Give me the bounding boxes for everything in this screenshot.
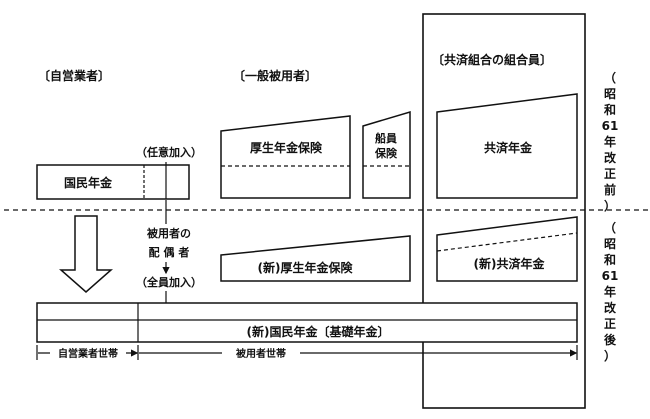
svg-text:（: （ <box>604 70 616 85</box>
header-self-employed: 〔自営業者〕 <box>38 68 110 83</box>
spouse-label-line2: 配 偶 者 <box>149 245 190 259</box>
svg-text:年: 年 <box>604 284 616 299</box>
new-national-pension-block: (新)国民年金〔基礎年金〕 <box>36 302 578 343</box>
spouse-label-line1: 被用者の <box>147 226 191 240</box>
new-mutual-aid-pension-label: (新)共済年金 <box>474 256 546 271</box>
header-general-employee: 〔一般被用者〕 <box>233 68 317 83</box>
self-employed-household-label: 自営業者世帯 <box>58 347 118 360</box>
svg-text:昭: 昭 <box>604 237 616 251</box>
svg-text:和: 和 <box>603 252 616 267</box>
svg-text:年: 年 <box>604 134 616 149</box>
seamen-insurance-block: 船員 保険 <box>362 110 411 199</box>
national-pension-box <box>36 164 190 200</box>
svg-text:船員: 船員 <box>375 131 397 145</box>
svg-text:前: 前 <box>604 182 616 197</box>
svg-text:61: 61 <box>602 119 619 133</box>
employee-pension-block: 厚生年金保険 <box>220 115 351 199</box>
employee-pension-label: 厚生年金保険 <box>250 140 323 155</box>
svg-text:改: 改 <box>604 150 617 165</box>
mutual-aid-frame <box>422 13 586 409</box>
new-national-pension-label: (新)国民年金〔基礎年金〕 <box>247 324 390 339</box>
mutual-aid-pension-block: 共済年金 <box>436 93 578 199</box>
svg-text:61: 61 <box>602 269 619 283</box>
svg-text:後: 後 <box>604 332 617 347</box>
side-label-after-reform: （ 昭 和 61 年 改 正 後 ） <box>602 220 619 363</box>
svg-text:正: 正 <box>604 317 616 331</box>
new-employee-pension-block: (新)厚生年金保険 <box>220 235 411 282</box>
side-label-before-reform: （ 昭 和 61 年 改 正 前 ） <box>602 70 619 213</box>
employee-household-label: 被用者世帯 <box>236 347 286 360</box>
header-mutual-aid-member: 〔共済組合の組合員〕 <box>432 52 552 67</box>
household-brackets: 自営業者世帯 被用者世帯 <box>36 345 578 360</box>
svg-text:）: ） <box>604 198 616 213</box>
svg-text:改: 改 <box>604 300 617 315</box>
svg-text:）: ） <box>604 348 616 363</box>
mutual-aid-pension-label: 共済年金 <box>484 140 533 155</box>
national-pension-label: 国民年金 <box>64 175 113 190</box>
all-join-label: （全員加入） <box>136 275 202 289</box>
svg-text:（: （ <box>604 220 616 235</box>
svg-text:正: 正 <box>604 167 616 181</box>
svg-text:和: 和 <box>603 102 616 117</box>
new-mutual-aid-pension-block: (新)共済年金 <box>436 216 578 282</box>
svg-text:保険: 保険 <box>374 146 398 160</box>
voluntary-join-label: （任意加入） <box>136 145 202 159</box>
transition-arrow-icon <box>59 215 113 293</box>
svg-text:昭: 昭 <box>604 87 616 101</box>
new-employee-pension-label: (新)厚生年金保険 <box>258 260 354 275</box>
